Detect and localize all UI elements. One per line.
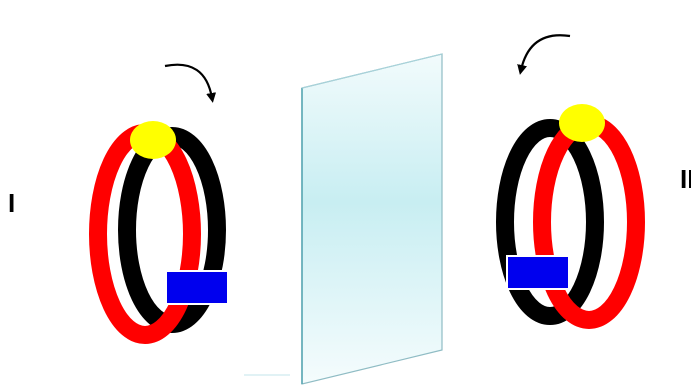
label-left: I xyxy=(8,188,15,218)
left-blue-marker xyxy=(166,271,228,304)
left-yellow-marker xyxy=(130,121,176,159)
mirror xyxy=(244,54,442,384)
right-rotation-arrow xyxy=(521,35,570,70)
mirror-pane xyxy=(302,54,442,384)
right-blue-marker xyxy=(507,256,569,289)
right-ring xyxy=(505,104,636,320)
right-yellow-marker xyxy=(559,104,605,142)
left-rotation-arrow xyxy=(165,65,212,98)
label-right: II xyxy=(680,164,691,194)
left-ring xyxy=(98,121,228,335)
